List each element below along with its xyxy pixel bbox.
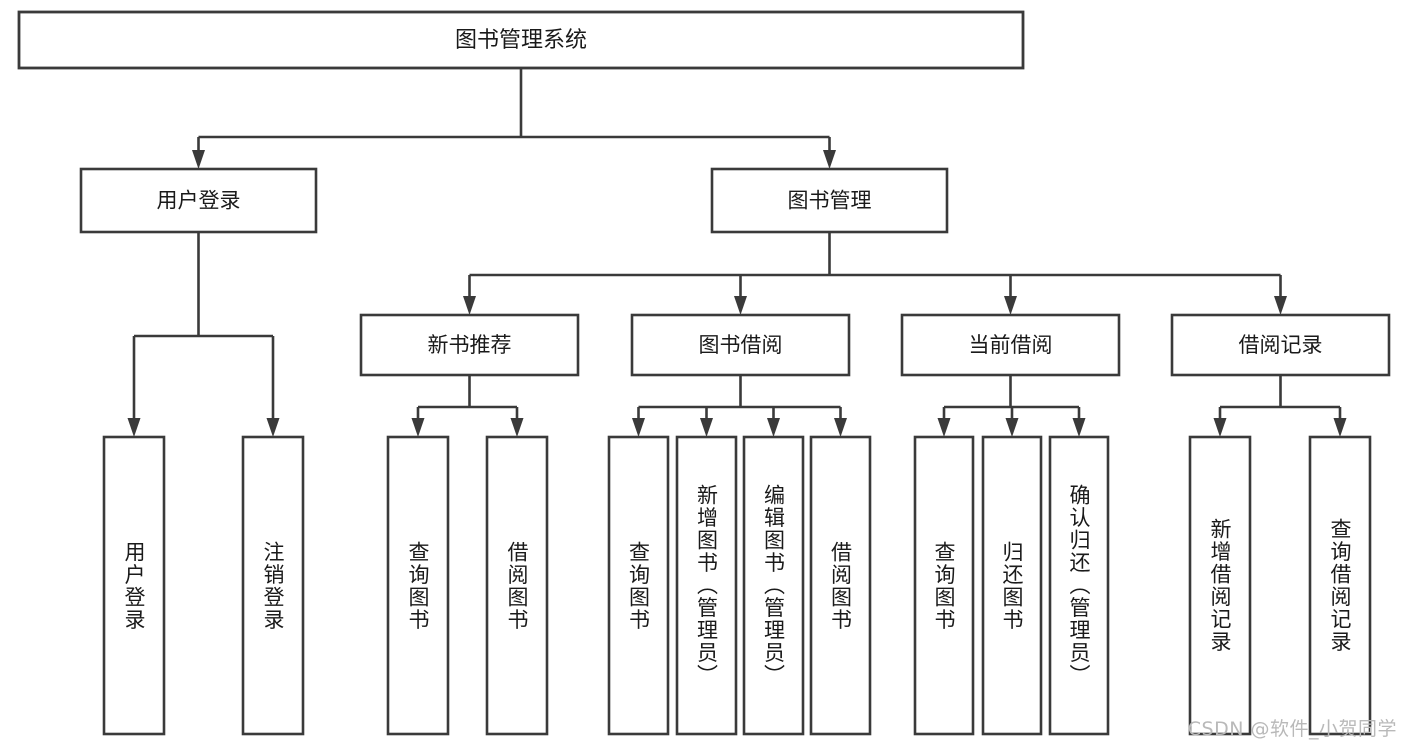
node-label-root: 图书管理系统 [455, 28, 587, 53]
node-box-leaf-return-book[interactable] [981, 435, 1043, 736]
node-box-user-login[interactable] [79, 167, 318, 234]
watermark: CSDN @软件_小贺同学 [1187, 718, 1397, 740]
node-box-leaf-add-book[interactable] [675, 435, 738, 736]
node-box-leaf-query-book-cur[interactable] [913, 435, 975, 736]
node-box-book-borrow[interactable] [630, 313, 851, 377]
node-box-leaf-query-record[interactable] [1308, 435, 1372, 736]
node-box-leaf-query-book-rec[interactable] [386, 435, 450, 736]
node-box-leaf-borrow-book-rec[interactable] [485, 435, 549, 736]
node-box-leaf-logout[interactable] [241, 435, 305, 736]
node-box-book-admin[interactable] [710, 167, 949, 234]
node-box-new-book-rec[interactable] [359, 313, 580, 377]
node-box-root[interactable] [17, 10, 1025, 70]
node-box-current-borrow[interactable] [900, 313, 1121, 377]
node-label-user-login: 用户登录 [157, 189, 241, 213]
node-box-leaf-borrow-book[interactable] [809, 435, 872, 736]
node-label-current-borrow: 当前借阅 [969, 333, 1053, 357]
node-box-leaf-query-book-borrow[interactable] [607, 435, 670, 736]
node-label-book-admin: 图书管理 [788, 189, 872, 213]
node-label-borrow-record: 借阅记录 [1239, 333, 1323, 357]
node-box-leaf-confirm-return[interactable] [1048, 435, 1110, 736]
node-box-leaf-edit-book[interactable] [742, 435, 805, 736]
node-box-leaf-add-record[interactable] [1188, 435, 1252, 736]
node-label-new-book-rec: 新书推荐 [428, 333, 512, 357]
node-label-book-borrow: 图书借阅 [699, 333, 783, 357]
node-box-leaf-user-login[interactable] [102, 435, 166, 736]
node-box-borrow-record[interactable] [1170, 313, 1391, 377]
